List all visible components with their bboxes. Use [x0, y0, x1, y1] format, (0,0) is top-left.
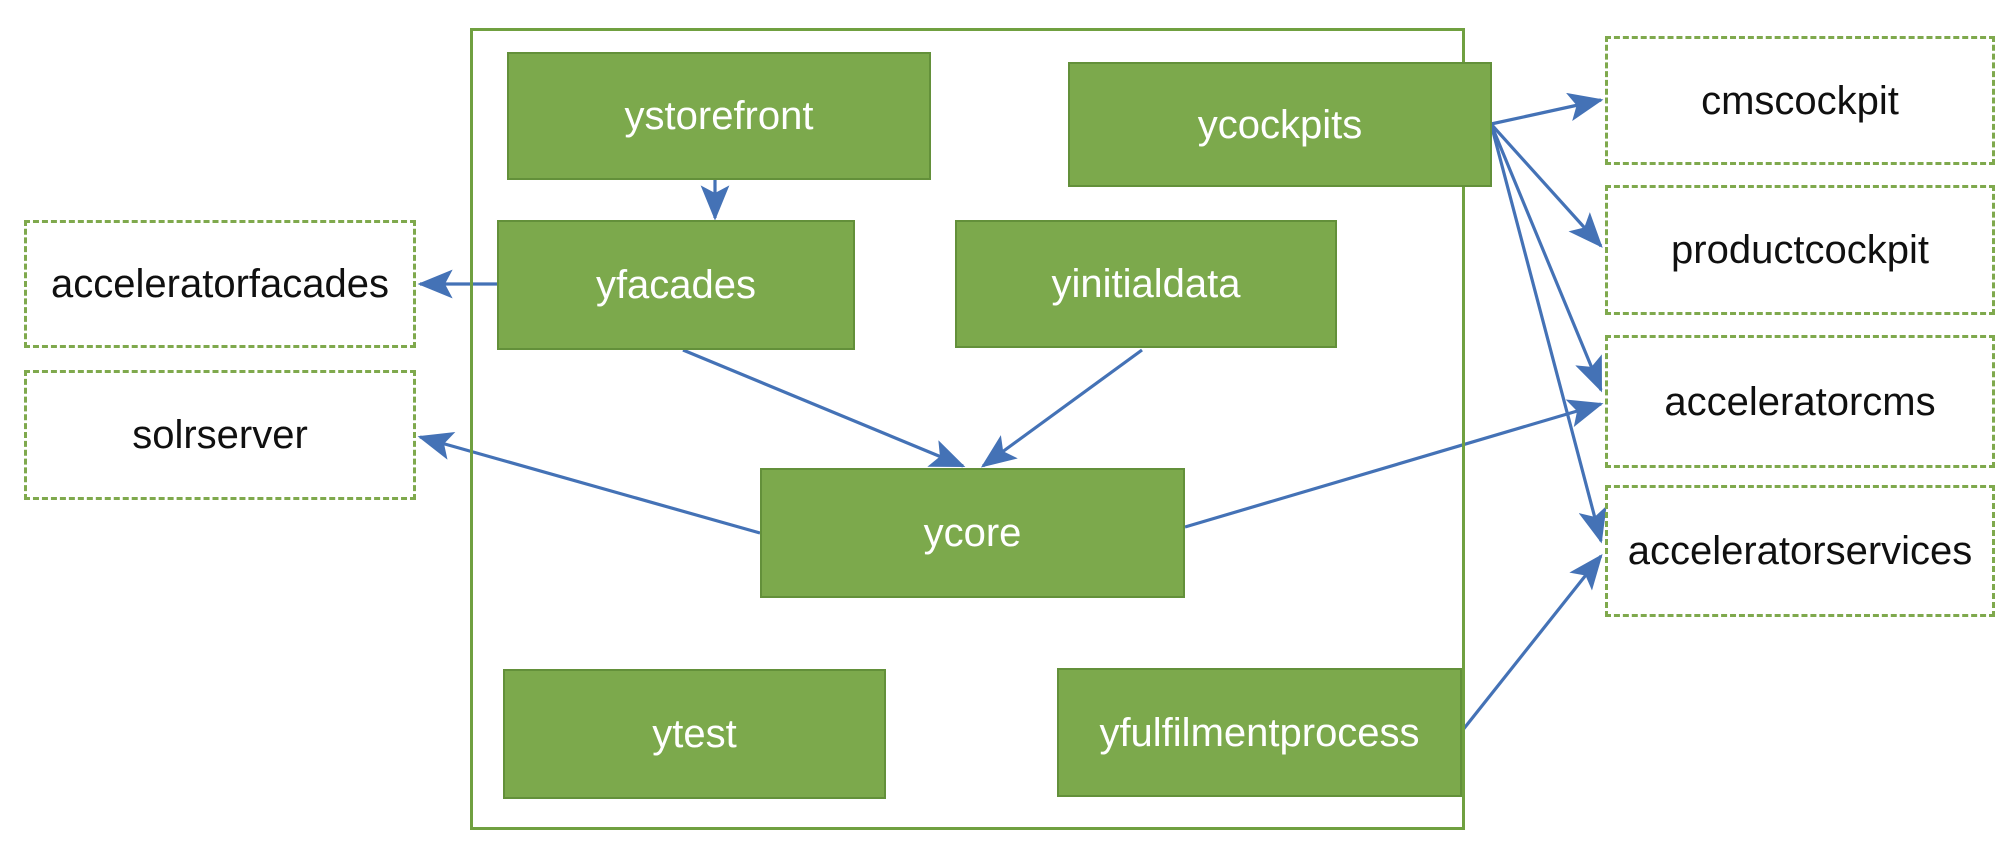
node-label: productcockpit — [1671, 228, 1929, 272]
node-label: ycore — [923, 511, 1022, 555]
platform-container — [470, 28, 1465, 830]
node-ycore[interactable]: ycore — [760, 468, 1185, 598]
node-label: ytest — [652, 712, 737, 756]
node-label: acceleratorfacades — [51, 262, 389, 306]
node-label: yinitialdata — [1051, 262, 1241, 306]
node-ystorefront[interactable]: ystorefront — [507, 52, 931, 180]
node-label: yfacades — [595, 263, 757, 307]
node-acceleratorfacades[interactable]: acceleratorfacades — [24, 220, 416, 348]
node-label: solrserver — [132, 413, 308, 457]
node-yfacades[interactable]: yfacades — [497, 220, 855, 350]
edge-yfulfilmentprocess-to-acceleratorservices — [1460, 553, 1603, 732]
node-label: yfulfilmentprocess — [1099, 710, 1420, 755]
node-productcockpit[interactable]: productcockpit — [1605, 185, 1995, 315]
edge-ycockpits-to-productcockpit — [1489, 122, 1603, 248]
node-yinitialdata[interactable]: yinitialdata — [955, 220, 1337, 348]
node-cmscockpit[interactable]: cmscockpit — [1605, 36, 1995, 165]
node-solrserver[interactable]: solrserver — [24, 370, 416, 500]
edge-ycockpits-to-acceleratorservices — [1489, 123, 1607, 544]
node-ycockpits[interactable]: ycockpits — [1068, 62, 1492, 187]
edge-ycockpits-to-acceleratorcms — [1489, 123, 1603, 393]
node-label: ystorefront — [624, 94, 814, 138]
edge-ycockpits-to-cmscockpit — [1490, 92, 1604, 126]
node-yfulfilmentprocess[interactable]: yfulfilmentprocess — [1057, 668, 1462, 797]
node-ytest[interactable]: ytest — [503, 669, 886, 799]
node-acceleratorcms[interactable]: acceleratorcms — [1605, 335, 1995, 468]
node-acceleratorservices[interactable]: acceleratorservices — [1605, 485, 1995, 617]
node-label: acceleratorcms — [1664, 379, 1936, 424]
node-label: cmscockpit — [1701, 78, 1899, 123]
node-label: ycockpits — [1197, 102, 1363, 147]
node-label: acceleratorservices — [1627, 529, 1973, 573]
